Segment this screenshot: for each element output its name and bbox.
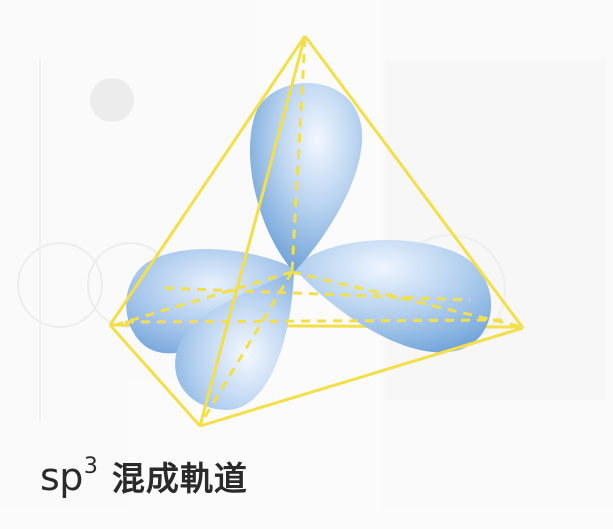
lobe-top <box>249 82 363 272</box>
caption-label: 混成軌道 <box>111 459 248 498</box>
tetrahedron-front-edges <box>108 35 525 428</box>
caption-sp: sp <box>40 455 83 499</box>
sp3-orbital-lobes-icon <box>126 82 492 411</box>
lobe-left <box>126 248 299 354</box>
caption-superscript: 3 <box>83 454 98 479</box>
diagram-caption: sp 3 混成軌道 <box>40 452 248 512</box>
lobe-front <box>175 270 294 411</box>
dashed-axes <box>111 37 519 426</box>
